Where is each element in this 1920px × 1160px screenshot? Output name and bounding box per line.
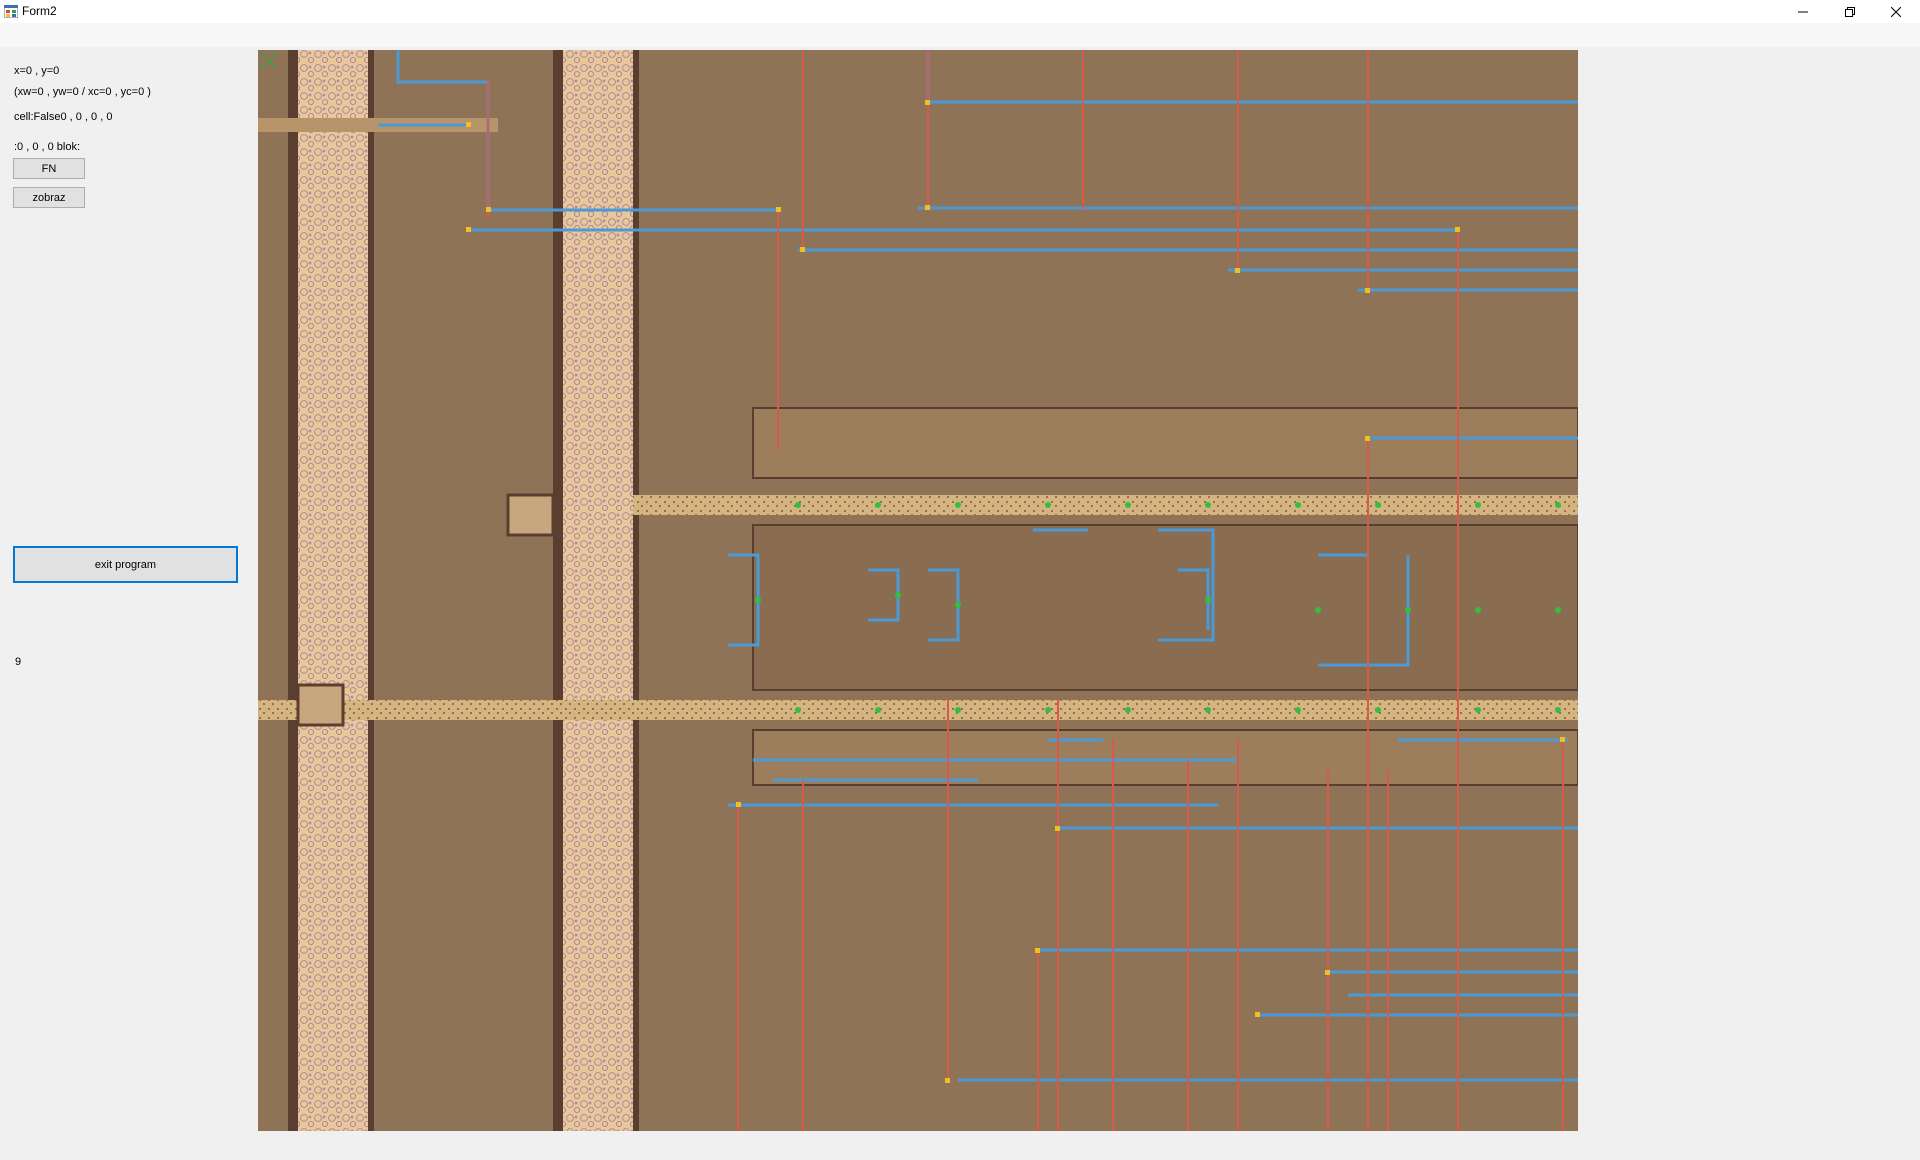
metal-traces [378, 50, 1578, 1082]
fn-button[interactable]: FN [13, 158, 85, 179]
close-icon [1891, 6, 1901, 17]
die-image [258, 50, 1578, 1131]
blok-label: :0 , 0 , 0 blok: [14, 141, 81, 153]
vias [466, 100, 1565, 1083]
die-image-view[interactable] [258, 50, 1578, 1131]
restore-icon [1845, 6, 1855, 17]
close-button[interactable] [1873, 0, 1919, 23]
zobraz-button[interactable]: zobraz [13, 187, 85, 208]
minimize-icon [1798, 11, 1808, 12]
poly-traces [487, 50, 1564, 1131]
coordinates-detail-label: (xw=0 , yw=0 / xc=0 , yc=0 ) [14, 86, 151, 98]
contacts [755, 502, 1561, 713]
title-bar: Form2 [0, 0, 1920, 23]
maximize-button[interactable] [1827, 0, 1873, 23]
app-icon [4, 5, 18, 18]
minimize-button[interactable] [1780, 0, 1826, 23]
cell-label: cell:False0 , 0 , 0 , 0 [14, 111, 113, 123]
counter-label: 9 [15, 656, 22, 668]
coordinates-label: x=0 , y=0 [14, 65, 60, 77]
window-title: Form2 [22, 4, 57, 18]
menu-strip [0, 23, 1920, 47]
cross-marker-icon [260, 52, 278, 70]
exit-program-button[interactable]: exit program [13, 546, 238, 583]
